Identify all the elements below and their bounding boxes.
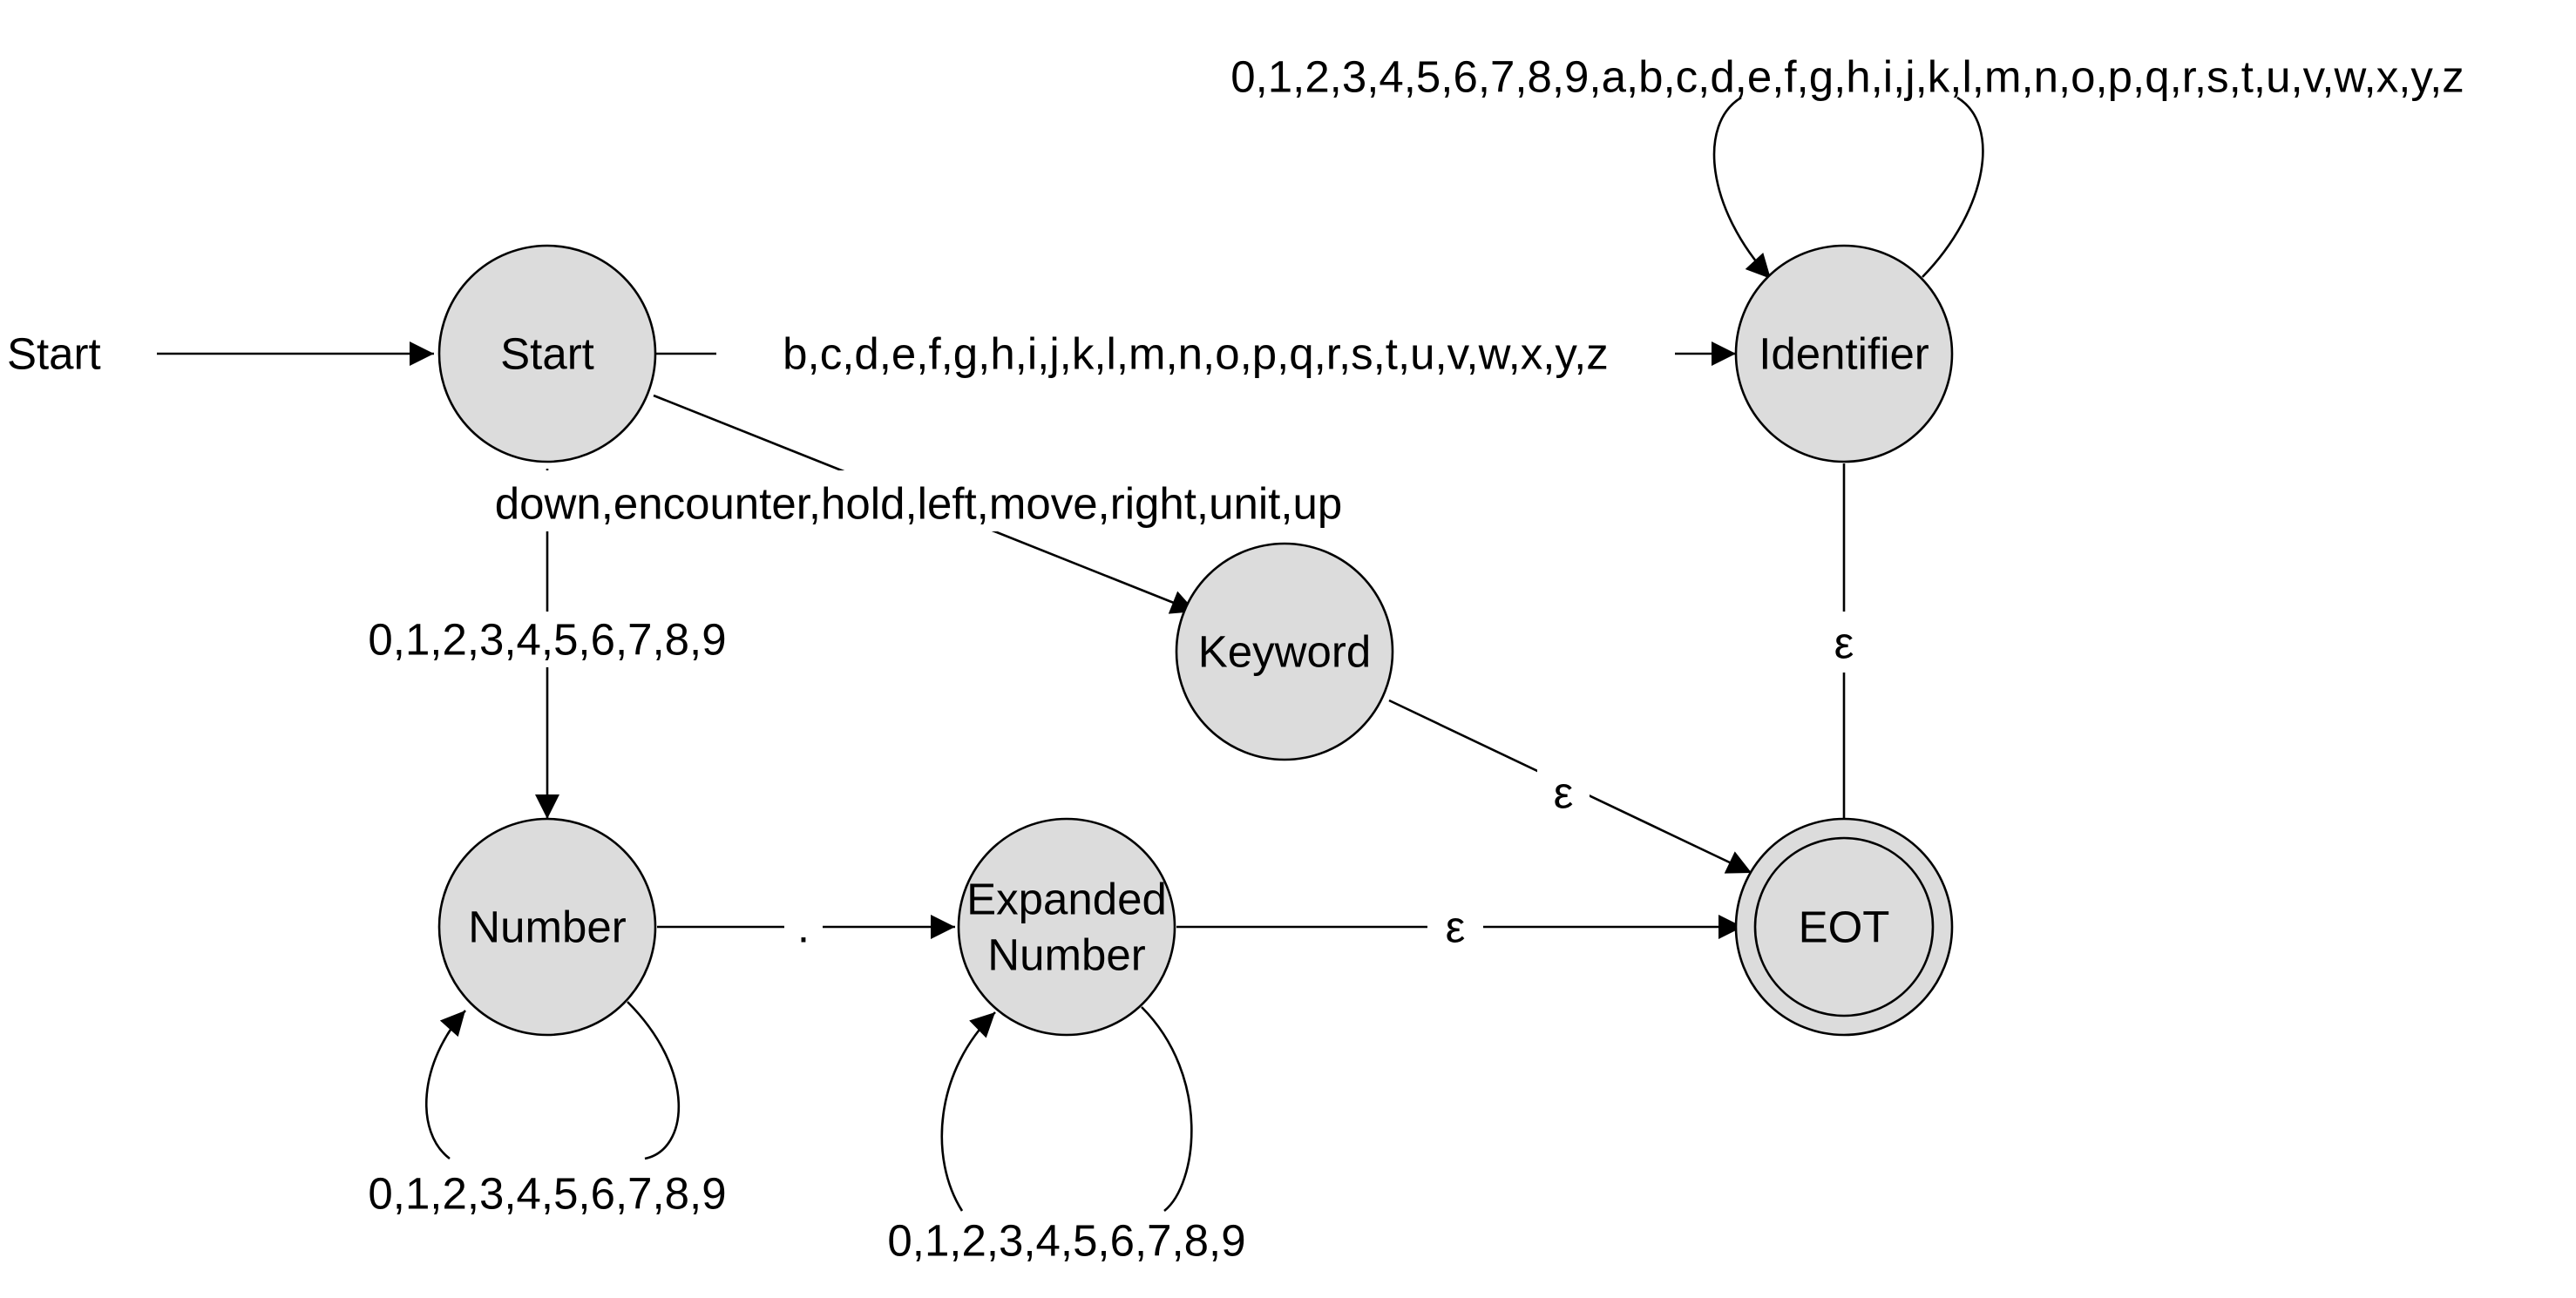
edge-label-keyword-eot: ε <box>1554 768 1574 818</box>
state-keyword: Keyword <box>1175 542 1394 761</box>
edge-label-expanded-eot: ε <box>1446 903 1466 952</box>
state-identifier-label: Identifier <box>1759 329 1929 379</box>
edge-label-start-keyword: down,encounter,hold,left,move,right,unit… <box>495 479 1342 529</box>
state-start: Start <box>437 244 657 463</box>
state-expanded-number-label-line1: Expanded <box>966 875 1167 924</box>
state-expanded-number-label-line2: Number <box>987 930 1145 980</box>
edge-expanded-loop <box>940 1007 1193 1213</box>
edge-label-identifier-eot: ε <box>1834 619 1854 668</box>
state-identifier: Identifier <box>1734 244 1954 463</box>
edge-label-expanded-loop: 0,1,2,3,4,5,6,7,8,9 <box>887 1216 1245 1266</box>
edge-label-start-identifier: b,c,d,e,f,g,h,i,j,k,l,m,n,o,p,q,r,s,t,u,… <box>783 329 1609 379</box>
edge-identifier-loop <box>1712 96 1984 279</box>
edge-number-loop <box>425 1002 681 1160</box>
state-number: Number <box>437 817 657 1037</box>
edge-label-identifier-loop: 0,1,2,3,4,5,6,7,8,9,a,b,c,d,e,f,g,h,i,j,… <box>1230 52 2464 102</box>
state-eot-label: EOT <box>1799 903 1890 952</box>
initial-start-label: Start <box>7 329 101 379</box>
state-start-label: Start <box>500 329 594 379</box>
edge-label-start-number: 0,1,2,3,4,5,6,7,8,9 <box>368 615 726 665</box>
state-expanded-number: Expanded Number <box>957 817 1176 1037</box>
state-number-label: Number <box>468 903 626 952</box>
state-keyword-label: Keyword <box>1198 627 1371 677</box>
edge-label-number-expanded: . <box>797 903 810 952</box>
state-eot: EOT <box>1734 817 1954 1037</box>
edge-label-number-loop: 0,1,2,3,4,5,6,7,8,9 <box>368 1169 726 1219</box>
